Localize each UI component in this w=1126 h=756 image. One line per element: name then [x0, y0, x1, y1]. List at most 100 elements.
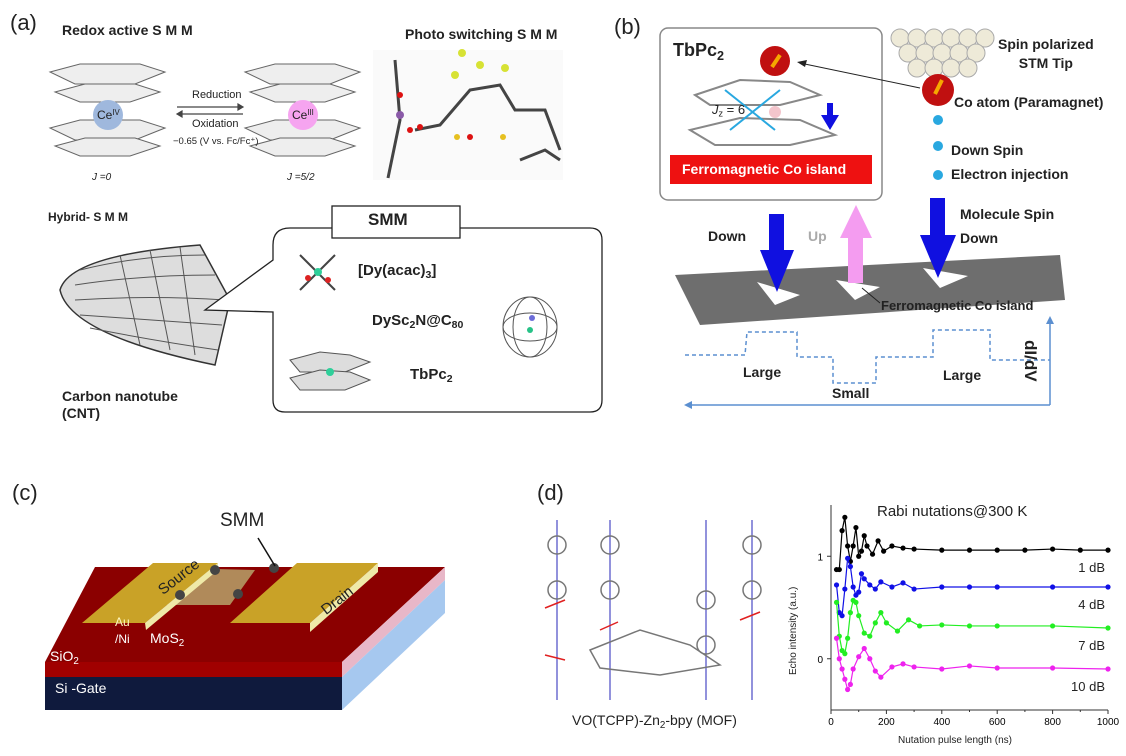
data-point	[853, 599, 859, 605]
x-tick-label: 600	[989, 717, 1006, 728]
data-point	[856, 613, 862, 619]
data-point	[1050, 546, 1056, 552]
data-point	[966, 547, 973, 553]
reduction-label: Reduction	[192, 89, 242, 101]
data-point	[847, 681, 853, 687]
x-tick-label: 400	[933, 717, 950, 728]
data-point	[1105, 666, 1111, 672]
series-line	[836, 517, 1108, 571]
data-point	[900, 545, 906, 551]
data-point	[878, 579, 884, 585]
data-point	[966, 663, 973, 669]
dysc2n-c80-label: DySc2N@C80	[372, 312, 464, 332]
data-point	[1105, 547, 1111, 553]
tbpc2-inset-molecule	[687, 78, 839, 146]
ce-iv-atom	[93, 100, 123, 130]
data-point	[869, 551, 876, 557]
panel-d-label: (d)	[537, 480, 564, 505]
data-point	[867, 656, 873, 662]
data-point	[939, 547, 945, 553]
data-point	[1105, 584, 1111, 590]
smm-molecules	[175, 563, 279, 600]
pc-molecule-right	[243, 63, 362, 157]
island-banner-label: Ferromagnetic Co island	[682, 161, 847, 177]
data-point	[842, 676, 848, 682]
data-point	[994, 584, 1000, 590]
data-point	[994, 665, 1000, 671]
data-point	[850, 584, 856, 590]
data-point	[939, 584, 945, 590]
data-point	[845, 543, 851, 549]
tbpc2-label: TbPc2	[410, 366, 453, 386]
data-point	[850, 666, 856, 672]
data-point	[861, 576, 867, 582]
ce-iii-label: CeIII	[292, 108, 314, 122]
data-point	[839, 528, 845, 534]
data-point	[1050, 665, 1056, 671]
data-point	[872, 668, 878, 674]
data-point	[853, 524, 859, 531]
data-point	[1077, 547, 1083, 553]
co-atom-label: Co atom (Paramagnet)	[954, 94, 1104, 110]
data-point	[856, 654, 862, 660]
smm-device-label: SMM	[220, 510, 265, 531]
data-point	[833, 635, 840, 641]
data-point	[889, 664, 895, 670]
equilibrium-arrows	[175, 102, 245, 119]
j-left-label: J =0	[92, 172, 112, 183]
data-point	[842, 514, 848, 520]
data-point	[894, 628, 901, 634]
chart-xlabel: Nutation pulse length (ns)	[898, 735, 1012, 746]
j-right-label: J =5/2	[287, 172, 315, 183]
data-point	[845, 686, 851, 693]
data-point	[1050, 623, 1056, 629]
data-point	[875, 538, 881, 544]
data-point	[994, 547, 1000, 553]
data-point	[867, 633, 873, 639]
up-label: Up	[808, 228, 827, 244]
data-point	[872, 620, 878, 626]
data-point	[900, 661, 906, 667]
data-point	[833, 582, 840, 588]
redox-title: Redox active S M M	[62, 22, 193, 38]
series-label: 10 dB	[1071, 679, 1105, 694]
island-banner	[670, 155, 872, 184]
data-point	[878, 610, 884, 616]
spin-down-arrow-1	[760, 214, 794, 292]
data-point	[864, 543, 870, 549]
series-line	[835, 638, 1109, 692]
data-point	[966, 623, 973, 629]
small-label: Small	[832, 385, 870, 401]
data-point	[856, 553, 862, 559]
y-tick-label: 0	[817, 655, 823, 666]
si-gate-label: Si -Gate	[55, 680, 107, 696]
data-point	[889, 584, 895, 590]
sio2-label: SiO2	[50, 648, 79, 667]
data-point	[878, 674, 884, 680]
data-point	[1050, 584, 1056, 590]
series-label: 4 dB	[1078, 597, 1105, 612]
fullerene-molecule	[502, 296, 558, 358]
data-point	[836, 656, 842, 662]
chart-ylabel: Echo intensity (a.u.)	[788, 586, 799, 675]
spin-up-arrow	[840, 205, 872, 283]
jz-label: Jz = 6	[712, 102, 746, 119]
ce-iv-label: CeIV	[97, 108, 120, 122]
data-point	[861, 533, 867, 539]
co-islands	[757, 268, 968, 305]
data-point	[845, 635, 851, 641]
ce-iii-atom	[288, 100, 318, 130]
data-point	[966, 584, 973, 590]
smm-box-label: SMM	[368, 210, 408, 229]
data-point	[842, 651, 848, 657]
data-point	[836, 566, 842, 573]
data-point	[856, 589, 862, 595]
data-point	[861, 645, 867, 652]
tbpc2-inset-title: TbPc2	[673, 40, 725, 63]
dy-acac-molecule	[299, 254, 336, 291]
down-arrow-small	[821, 103, 839, 130]
panel-c-label: (c)	[12, 480, 38, 505]
